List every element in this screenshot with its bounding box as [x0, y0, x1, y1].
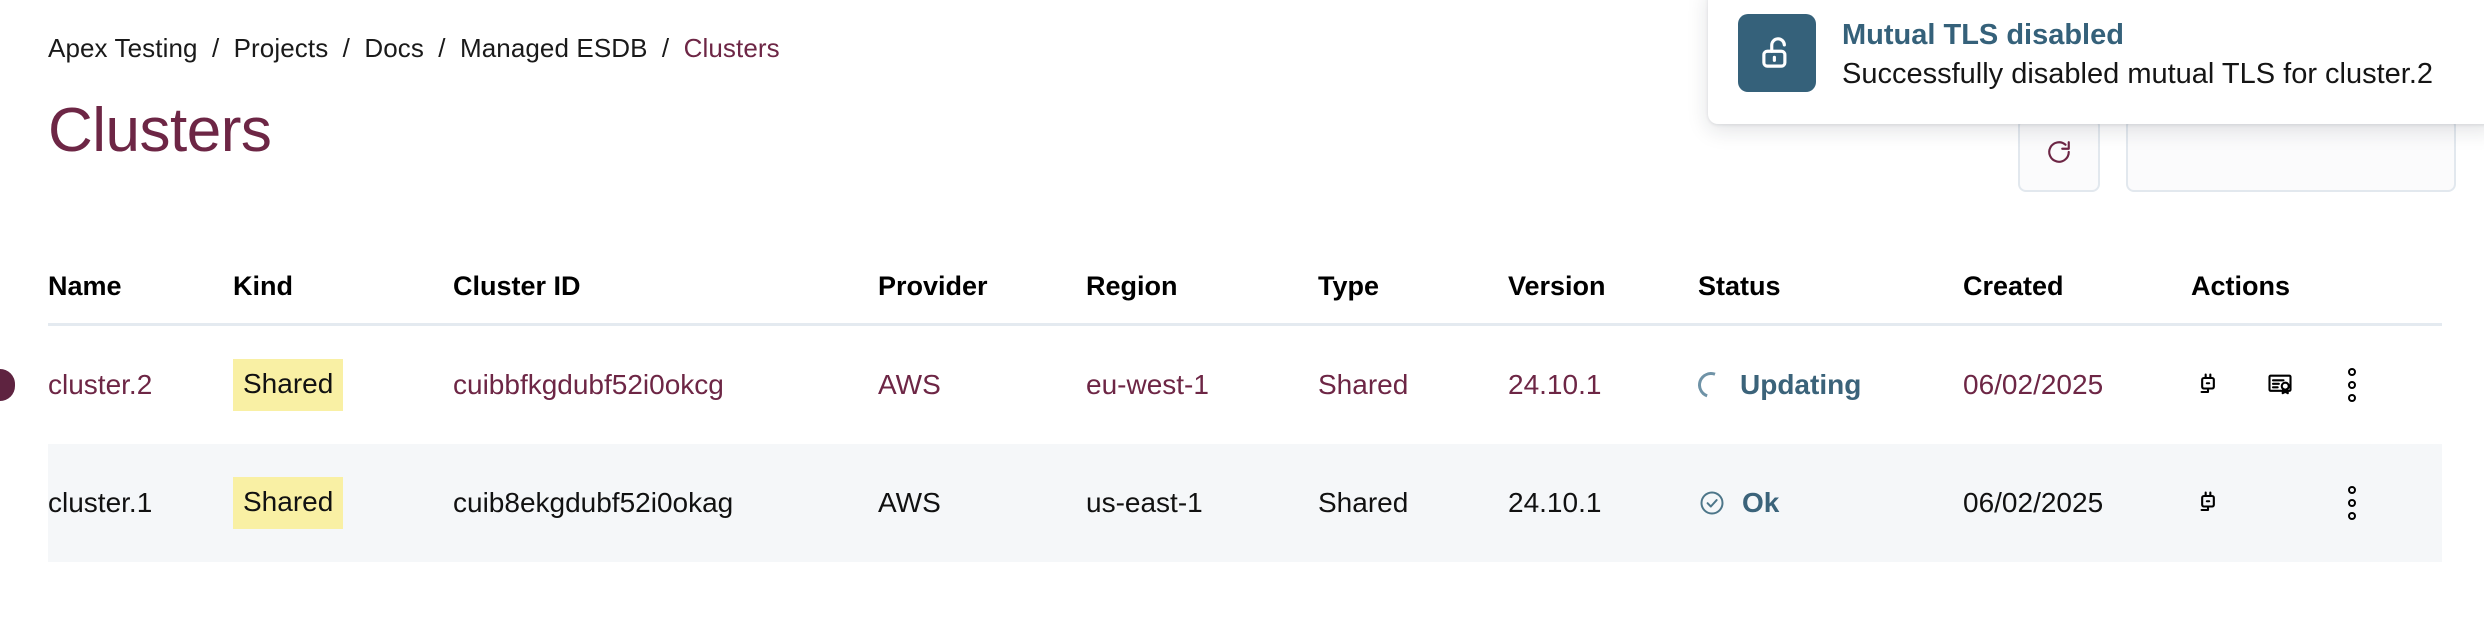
status-label: Ok [1742, 487, 1780, 518]
column-header-type[interactable]: Type [1318, 271, 1380, 301]
breadcrumb-separator: / [438, 33, 446, 63]
cell-version: 24.10.1 [1508, 369, 1602, 400]
certificate-icon[interactable] [2263, 368, 2297, 402]
cell-kind: Shared [233, 477, 453, 529]
column-header-cluster-id[interactable]: Cluster ID [453, 271, 581, 301]
more-vertical-icon[interactable] [2335, 368, 2369, 402]
column-header-name[interactable]: Name [48, 271, 122, 301]
cell-cluster-id[interactable]: cuibbfkgdubf52i0okcg [453, 369, 724, 400]
more-vertical-icon[interactable] [2335, 486, 2369, 520]
column-header-region[interactable]: Region [1086, 271, 1178, 301]
spinner-icon [1693, 367, 1729, 403]
more-dots [2348, 368, 2356, 402]
column-header-actions: Actions [2191, 271, 2291, 301]
row-selected-marker [0, 369, 15, 401]
breadcrumb-item-apex-testing[interactable]: Apex Testing [48, 33, 198, 63]
unlock-icon [1738, 14, 1816, 92]
check-circle-icon [1698, 489, 1726, 517]
column-header-created[interactable]: Created [1963, 271, 2064, 301]
cell-status: Ok [1698, 487, 1963, 519]
status-badge: Updating [1693, 367, 1963, 403]
cell-cluster-id[interactable]: cuib8ekgdubf52i0okag [453, 487, 734, 518]
cell-name[interactable]: cluster.1 [48, 487, 153, 518]
column-header-version[interactable]: Version [1508, 271, 1606, 301]
breadcrumb-item-clusters[interactable]: Clusters [683, 33, 780, 63]
refresh-button[interactable] [2018, 118, 2100, 192]
kind-badge: Shared [233, 477, 344, 529]
cell-created: 06/02/2025 [1963, 369, 2104, 400]
cell-actions [2191, 486, 2431, 520]
table-row[interactable]: cluster.1 Shared cuib8ekgdubf52i0okag AW… [48, 444, 2442, 562]
cell-status: Updating [1693, 367, 1963, 403]
table-header-row: Name Kind Cluster ID Provider Region Typ… [48, 250, 2442, 326]
column-header-kind[interactable]: Kind [233, 271, 293, 301]
cell-provider: AWS [878, 487, 941, 518]
cell-provider: AWS [878, 369, 941, 400]
breadcrumb-separator: / [342, 33, 350, 63]
clusters-table: Name Kind Cluster ID Provider Region Typ… [0, 250, 2442, 562]
status-badge: Ok [1698, 487, 1963, 519]
page-title: Clusters [48, 96, 272, 165]
cell-type: Shared [1318, 369, 1409, 400]
toast-notification[interactable]: Mutual TLS disabled Successfully disable… [1708, 0, 2484, 124]
cell-region: us-east-1 [1086, 487, 1203, 518]
breadcrumb-item-managed-esdb[interactable]: Managed ESDB [459, 33, 648, 63]
refresh-icon [2046, 139, 2072, 172]
cell-kind: Shared [233, 359, 453, 411]
kind-badge: Shared [233, 359, 344, 411]
column-header-status[interactable]: Status [1698, 271, 1781, 301]
column-header-provider[interactable]: Provider [878, 271, 988, 301]
plug-icon[interactable] [2191, 368, 2225, 402]
breadcrumb-separator: / [661, 33, 670, 63]
breadcrumb-item-docs[interactable]: Docs [364, 33, 424, 63]
cell-created: 06/02/2025 [1963, 487, 2104, 518]
toast-body: Mutual TLS disabled Successfully disable… [1842, 14, 2433, 94]
breadcrumb: Apex Testing / Projects / Docs / Managed… [48, 32, 780, 64]
row-actions [2191, 368, 2431, 402]
toast-message: Successfully disabled mutual TLS for clu… [1842, 58, 2434, 90]
row-actions [2191, 486, 2431, 520]
toast-title: Mutual TLS disabled [1842, 19, 2124, 51]
more-dots [2348, 486, 2356, 520]
cell-region: eu-west-1 [1086, 369, 1209, 400]
cell-type: Shared [1318, 487, 1409, 518]
breadcrumb-separator: / [211, 33, 220, 63]
cell-name[interactable]: cluster.2 [48, 369, 153, 400]
page-toolbar [2018, 118, 2456, 192]
plug-icon[interactable] [2191, 486, 2225, 520]
table-row[interactable]: cluster.2 Shared cuibbfkgdubf52i0okcg AW… [0, 326, 2442, 444]
cell-actions [2191, 368, 2431, 402]
breadcrumb-item-projects[interactable]: Projects [233, 33, 329, 63]
status-label: Updating [1740, 369, 1862, 400]
create-cluster-button[interactable] [2126, 118, 2456, 192]
cell-version: 24.10.1 [1508, 487, 1602, 518]
